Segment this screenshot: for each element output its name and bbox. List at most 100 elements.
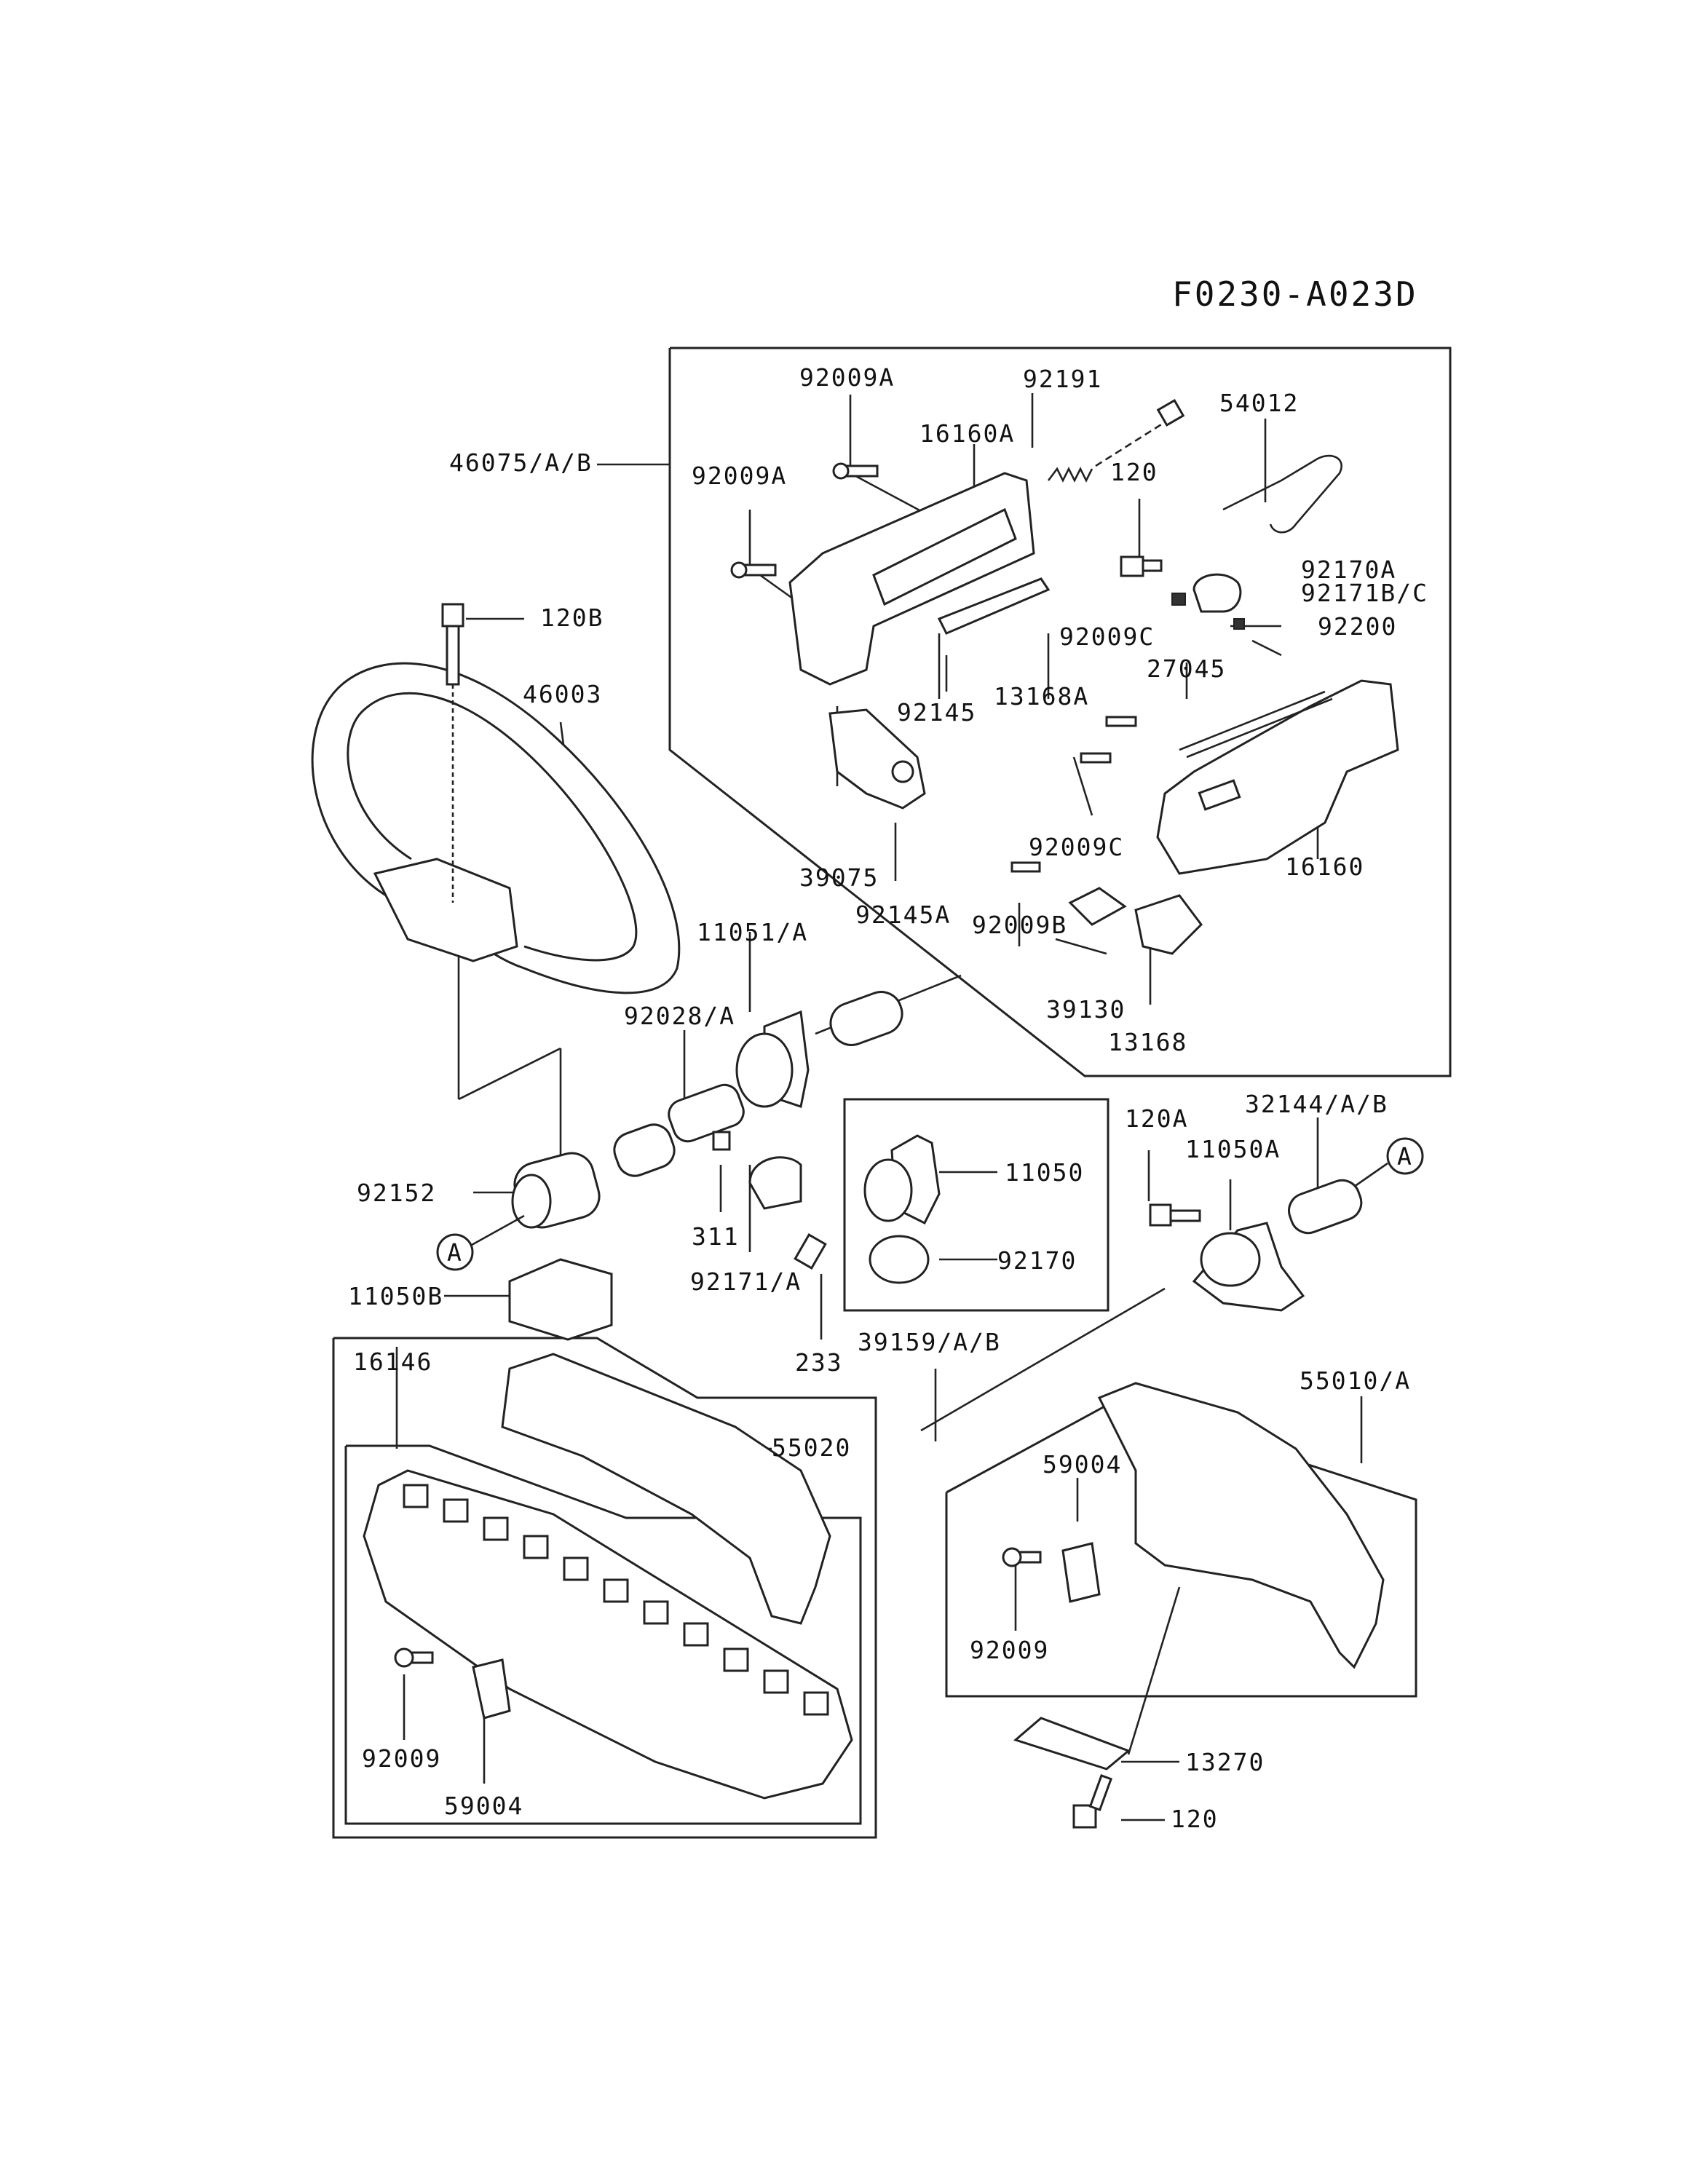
handle-16160 xyxy=(1156,679,1399,875)
label-92145: 92145 xyxy=(897,698,976,727)
bolt-120-top xyxy=(1120,555,1144,577)
label-92009-right: 92009 xyxy=(970,1636,1049,1664)
frame-16146-inner xyxy=(344,1444,862,1825)
bolt-120B-head xyxy=(441,603,464,628)
loop-handle-inner xyxy=(347,692,638,962)
clamp-ring xyxy=(863,1158,913,1222)
screw-92009C-top xyxy=(1105,716,1137,727)
screw-head xyxy=(832,462,850,480)
sleeve-middle xyxy=(613,1123,676,1177)
bolt-shank xyxy=(1169,1209,1201,1222)
figure-code: F0230-A023D xyxy=(1172,274,1418,314)
label-13168A: 13168A xyxy=(994,682,1089,711)
grip-end xyxy=(511,1174,552,1229)
label-92009-left: 92009 xyxy=(362,1744,441,1773)
sleeve-32144 xyxy=(1288,1179,1363,1235)
part-labels: 92009A 92191 54012 16160A 46075/A/B 9200… xyxy=(348,363,1428,1833)
label-59004-left: 59004 xyxy=(444,1792,523,1820)
label-92152: 92152 xyxy=(357,1179,436,1207)
label-59004-left xyxy=(472,1658,511,1720)
label-92191: 92191 xyxy=(1023,365,1102,393)
label-92171B: 92171B/C xyxy=(1301,579,1428,607)
bolt-shank xyxy=(1142,559,1163,572)
nut-311 xyxy=(712,1131,731,1151)
guard-teeth xyxy=(403,1484,829,1716)
label-92028: 92028/A xyxy=(624,1002,735,1030)
sleeve-upper xyxy=(829,991,903,1046)
ring-92170 xyxy=(869,1235,930,1284)
label-11050: 11050 xyxy=(1005,1158,1084,1187)
screw-92009B xyxy=(1010,861,1041,873)
clamp-92171 xyxy=(748,1156,802,1210)
label-92009C-top: 92009C xyxy=(1059,622,1155,651)
frame-16146-outer xyxy=(332,1337,877,1839)
label-311: 311 xyxy=(692,1222,740,1251)
label-120A: 120A xyxy=(1125,1104,1188,1133)
label-55020: 55020 xyxy=(772,1433,851,1462)
label-16160: 16160 xyxy=(1285,852,1364,881)
wire xyxy=(1179,690,1333,759)
rod-end xyxy=(1156,399,1185,427)
label-39159: 39159/A/B xyxy=(858,1328,1001,1356)
label-46003: 46003 xyxy=(523,680,602,708)
label-92009A-top: 92009A xyxy=(799,363,895,392)
screw-head xyxy=(394,1647,414,1668)
label-11050A: 11050A xyxy=(1185,1135,1281,1163)
clamp-ring xyxy=(735,1032,794,1108)
screw-92009C-mid xyxy=(1080,752,1112,764)
label-92009A-left: 92009A xyxy=(692,462,787,490)
clamp-92170A xyxy=(1192,573,1242,613)
marker-a-left-label: A xyxy=(447,1238,463,1267)
label-46075: 46075/A/B xyxy=(449,448,593,477)
spring-92145A xyxy=(891,760,914,783)
label-11051: 11051/A xyxy=(697,918,808,946)
bolt-233 xyxy=(794,1233,827,1270)
label-92171: 92171/A xyxy=(690,1267,802,1296)
label-27045: 27045 xyxy=(1147,654,1226,683)
cable-54012 xyxy=(1222,454,1342,534)
assembly-frames xyxy=(332,347,1452,1839)
switch-27045 xyxy=(1198,779,1241,811)
rod-13168A xyxy=(937,577,1051,635)
marker-a-right xyxy=(1386,1137,1424,1175)
label-92200: 92200 xyxy=(1318,612,1397,641)
label-92009B: 92009B xyxy=(972,911,1067,939)
screw-head xyxy=(730,561,748,579)
bolt-120-bottom xyxy=(1072,1804,1097,1829)
label-32144: 32144/A/B xyxy=(1245,1090,1388,1118)
label-92170: 92170 xyxy=(997,1246,1077,1275)
trigger-39075 xyxy=(828,708,926,810)
frame-46075 xyxy=(668,347,1452,1077)
spring-92191 xyxy=(1047,467,1093,483)
shaft-39159 xyxy=(920,1287,1166,1432)
housing-rib xyxy=(872,507,1017,606)
label-13168: 13168 xyxy=(1108,1028,1187,1056)
block-11050B xyxy=(508,1258,613,1341)
nut-92200 xyxy=(1233,618,1245,630)
plate-13270 xyxy=(1013,1717,1131,1770)
bolt-shank xyxy=(1088,1774,1113,1811)
guard-16146 xyxy=(363,1469,853,1800)
label-92145A: 92145A xyxy=(855,901,951,929)
label-39130: 39130 xyxy=(1046,995,1126,1024)
screw-head xyxy=(1002,1547,1022,1567)
handle-clamp-block xyxy=(373,858,518,962)
label-92170A: 92170A xyxy=(1301,555,1396,584)
bolt-120A xyxy=(1149,1203,1172,1227)
marker-a-left xyxy=(436,1233,474,1271)
label-39075: 39075 xyxy=(799,863,879,892)
bracket-ring xyxy=(1200,1232,1261,1287)
guard-55010 xyxy=(1097,1382,1385,1669)
sleeve-92028 xyxy=(668,1083,745,1143)
plate-39130 xyxy=(1068,887,1127,926)
label-120B: 120B xyxy=(540,604,604,632)
nut-92171B xyxy=(1171,593,1186,606)
guard-55020 xyxy=(501,1353,831,1625)
label-11050B: 11050B xyxy=(348,1282,443,1310)
reference-markers: A A xyxy=(436,1137,1424,1271)
frame-11050-inset xyxy=(843,1098,1109,1312)
label-233: 233 xyxy=(795,1348,843,1377)
label-120-bottom: 120 xyxy=(1171,1805,1219,1833)
